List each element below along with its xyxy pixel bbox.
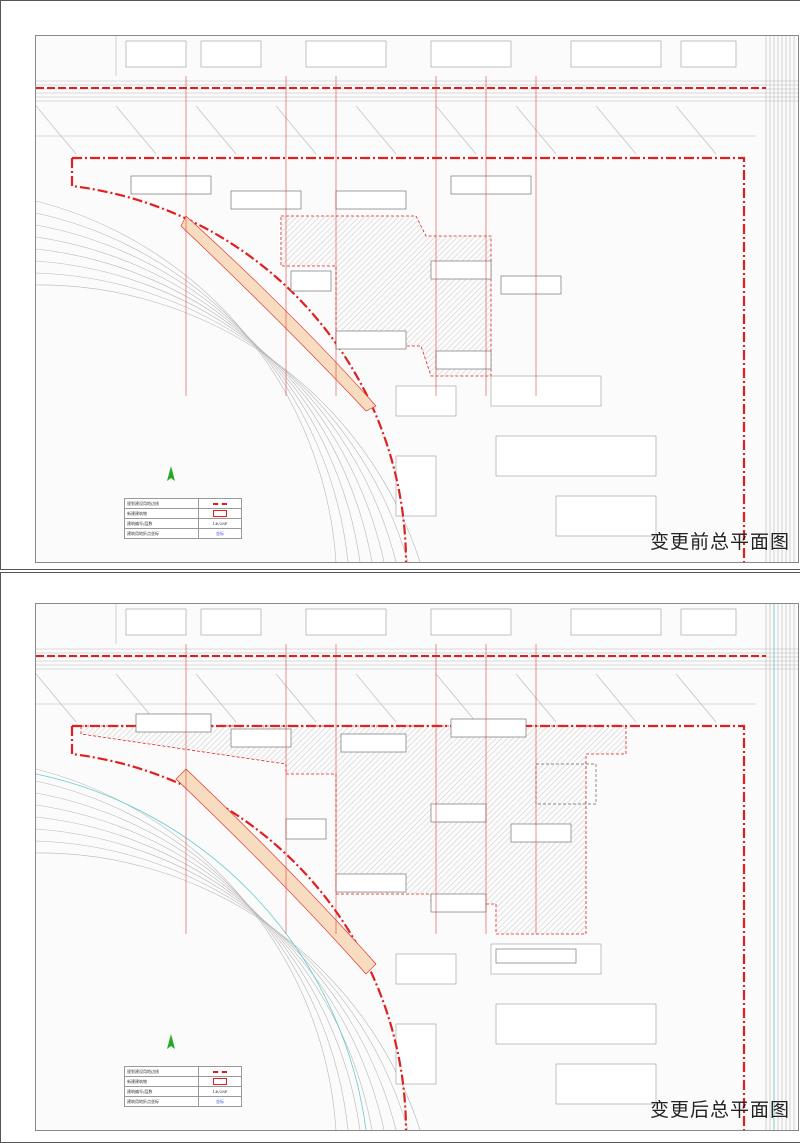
legend-symbol-text: 1#/28F <box>198 518 242 529</box>
legend-row: 建筑用地折点坐标坐标 <box>124 1096 242 1107</box>
legend-row: 规划建设用地边线 <box>124 498 242 509</box>
legend-row: 新建建筑物 <box>124 1076 242 1087</box>
red-dashed-line-symbol <box>198 1066 242 1077</box>
north-arrow-icon <box>167 466 175 481</box>
red-dashed-line-symbol <box>198 498 242 509</box>
legend-label: 建筑用地折点坐标 <box>124 1096 199 1107</box>
red-box-symbol <box>198 1076 242 1087</box>
legend-symbol-text: 坐标 <box>198 528 242 539</box>
legend-label: 建筑编号/层数 <box>124 1086 199 1097</box>
legend-label: 新建建筑物 <box>124 1076 199 1087</box>
legend-symbol-text: 坐标 <box>198 1096 242 1107</box>
legend-label: 规划建设用地边线 <box>124 1066 199 1077</box>
plan-title-after: 变更后总平面图 <box>649 1099 790 1121</box>
north-arrow-icon <box>167 1034 175 1049</box>
legend-label: 建筑用地折点坐标 <box>124 528 199 539</box>
legend-row: 建筑用地折点坐标坐标 <box>124 528 242 539</box>
legend-row: 规划建设用地边线 <box>124 1066 242 1077</box>
red-box-symbol <box>198 508 242 519</box>
site-plan-drawing-before <box>36 36 798 562</box>
legend-label: 建筑编号/层数 <box>124 518 199 529</box>
legend-symbol-text: 1#/28F <box>198 1086 242 1097</box>
site-plan-drawing-after <box>36 604 798 1130</box>
legend-label: 规划建设用地边线 <box>124 498 199 509</box>
legend-label: 新建建筑物 <box>124 508 199 519</box>
legend-row: 新建建筑物 <box>124 508 242 519</box>
plan-title-before: 变更前总平面图 <box>649 531 790 553</box>
